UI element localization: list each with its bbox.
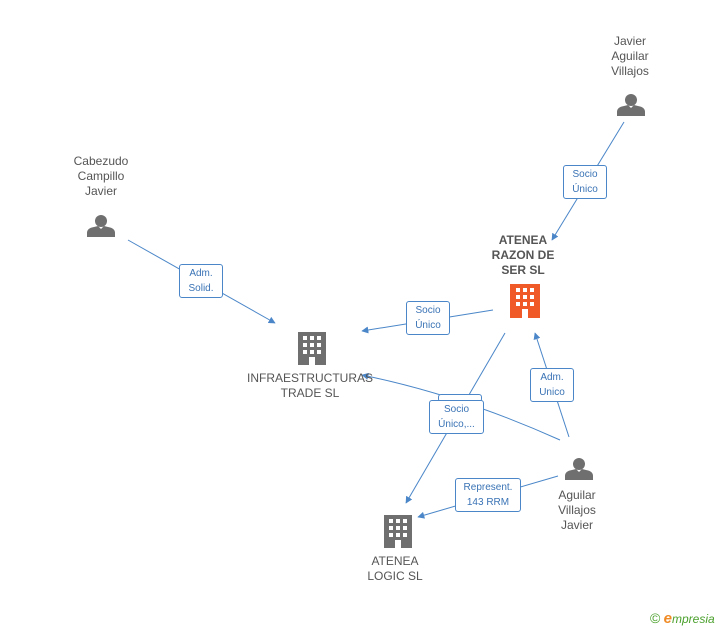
brand-name: mpresia [672,612,715,626]
building-icon [384,515,412,548]
empresia-watermark: © empresia [650,610,715,627]
edge-label-socio-unico[interactable]: Socio Único [406,301,450,335]
person-icon [87,215,115,237]
edge-label-socio-unico[interactable]: Socio Único [563,165,607,199]
brand-initial: e [663,610,673,627]
node-label-atenea-razon-de-ser[interactable]: ATENEA RAZON DE SER SL [491,233,555,277]
copyright-icon: © [650,610,661,626]
person-icon [565,458,593,480]
node-label-aguilar-villajos-javier[interactable]: Aguilar Villajos Javier [558,488,596,532]
person-icon [617,94,645,116]
building-icon [298,332,326,365]
node-label-javier-aguilar-villajos[interactable]: Javier Aguilar Villajos [611,34,649,78]
building-icon [510,284,540,318]
edge-label-adm-unico[interactable]: Adm. Unico [530,368,574,402]
edge-label-adm-solid[interactable]: Adm. Solid. [179,264,223,298]
node-label-infraestructuras-trade[interactable]: INFRAESTRUCTURAS TRADE SL [246,371,373,400]
node-label-atenea-logic[interactable]: ATENEA LOGIC SL [367,554,423,583]
node-label-cabezudo-campillo-javier[interactable]: Cabezudo Campillo Javier [73,154,129,198]
edge-label-socio-unico-multi[interactable]: Socio Único,... [429,400,484,434]
edge-label-represent[interactable]: Represent. 143 RRM [455,478,521,512]
